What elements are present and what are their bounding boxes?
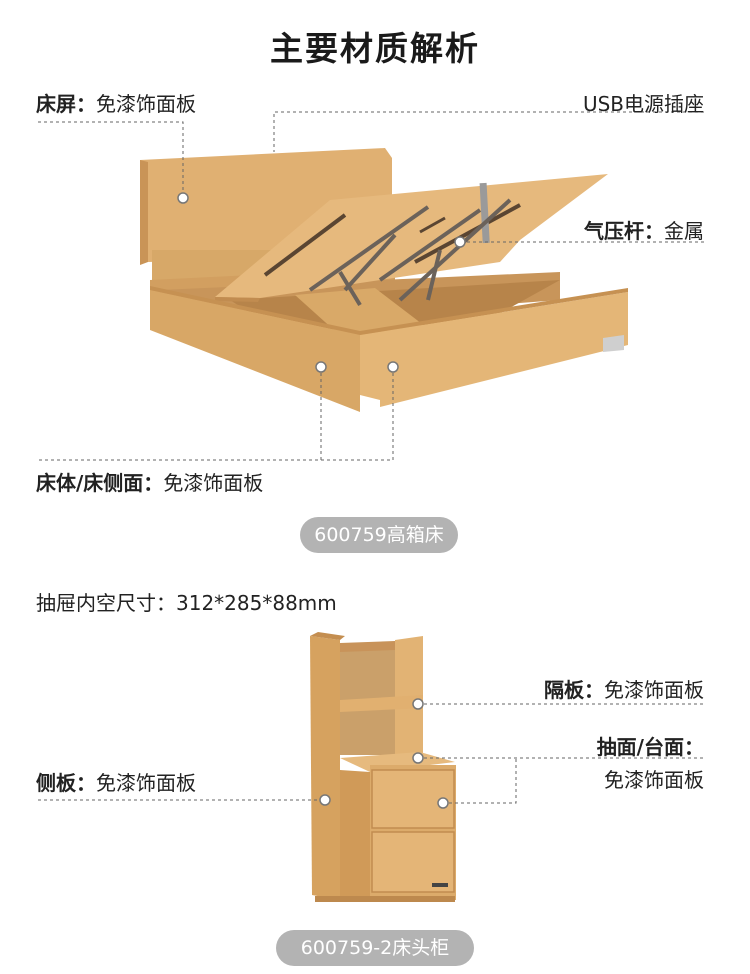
usb-socket-label: USB电源插座 [582, 92, 704, 116]
nightstand-side-panel [310, 636, 340, 900]
nightstand-shelf [340, 695, 423, 712]
headboard-value: 免漆饰面板 [96, 92, 196, 116]
side-panel-label: 侧板：免漆饰面板 [36, 767, 196, 796]
gas-strut-label: 气压杆：金属 [584, 215, 704, 244]
shelf-value: 免漆饰面板 [604, 678, 704, 702]
gas-strut-value: 金属 [664, 219, 704, 243]
nightstand-model-badge: 600759-2床头柜 [276, 930, 474, 966]
headboard-label: 床屏：免漆饰面板 [36, 88, 196, 117]
side-panel-key: 侧板： [36, 771, 96, 795]
headboard-key: 床屏： [36, 92, 96, 116]
bed-model-badge: 600759高箱床 [300, 517, 458, 553]
bed-body-key: 床体/床侧面： [36, 471, 164, 495]
shelf-label: 隔板：免漆饰面板 [544, 674, 704, 703]
page-title: 主要材质解析 [270, 29, 480, 68]
bed-body-label: 床体/床侧面：免漆饰面板 [36, 467, 263, 496]
bed-side-panel [150, 290, 360, 412]
nightstand-drawer-bottom [371, 831, 455, 893]
drawer-size-label: 抽屉内空尺寸：312*285*88mm [36, 591, 337, 615]
drawer-top-key: 抽面/台面： [596, 735, 704, 759]
shelf-key: 隔板： [544, 678, 604, 702]
lift-lid [215, 174, 608, 298]
side-panel-value: 免漆饰面板 [96, 771, 196, 795]
bed-body-value: 免漆饰面板 [163, 471, 264, 495]
drawer-top-value: 免漆饰面板 [604, 768, 704, 792]
bed-foot-panel [360, 292, 628, 412]
gas-strut-key: 气压杆： [584, 219, 664, 243]
